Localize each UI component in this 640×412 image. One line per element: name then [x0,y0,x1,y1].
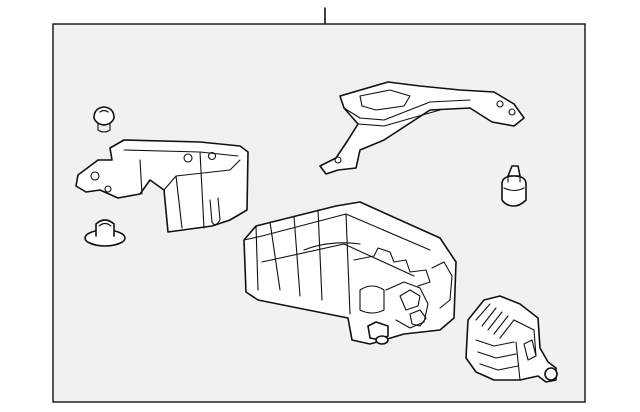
hose-fitting[interactable] [501,165,527,207]
canister-bracket[interactable] [75,139,249,233]
upper-bracket[interactable] [319,81,525,175]
canister-assembly[interactable] [243,201,457,345]
grommet-upper[interactable] [93,106,115,133]
vacuum-valve[interactable] [465,295,558,383]
grommet-lower[interactable] [84,219,126,247]
